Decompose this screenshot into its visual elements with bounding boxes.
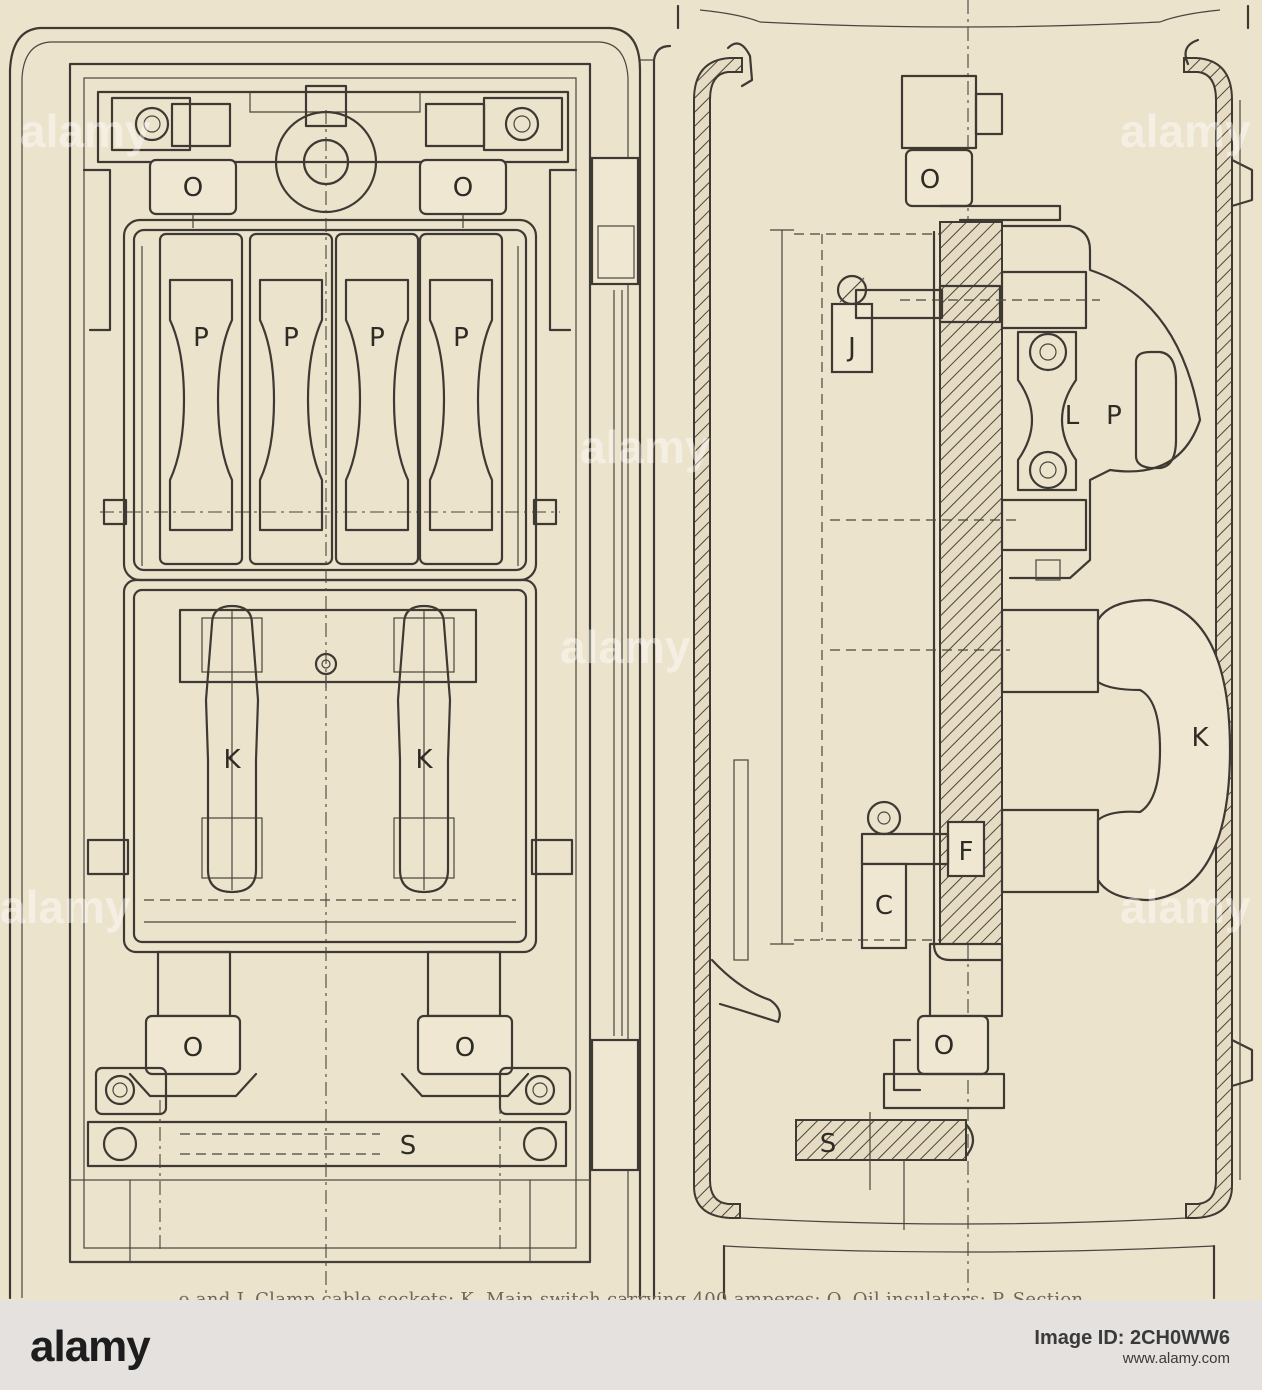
label-oil-insulator: O (453, 173, 473, 203)
mount-boss-top-left (110, 96, 192, 152)
label-bus-bar: S (820, 1129, 837, 1159)
label-fuse: P (453, 323, 469, 353)
site-url: www.alamy.com (1122, 1350, 1230, 1367)
label-main-switch: K (1191, 723, 1209, 753)
case-wall-left (693, 57, 743, 1219)
image-id: Image ID: 2CH0WW6 (1034, 1327, 1230, 1349)
main-switch-blade-left (204, 604, 260, 894)
watermark-text: alamy (580, 421, 711, 473)
side-bus-bar (795, 1119, 967, 1161)
fuse-link-1 (158, 232, 244, 566)
label-fuse: P (283, 323, 299, 353)
case-wall-right (1183, 57, 1233, 1219)
label-bus-bar: S (400, 1131, 417, 1161)
label-oil-insulator: O (183, 1033, 203, 1063)
watermark-footer (0, 1300, 1262, 1390)
cable-socket-j (830, 274, 1002, 374)
label-cable-socket: J (846, 333, 856, 363)
switch-compartment (122, 578, 538, 954)
switchbox-drawing: O O P P P P (8, 0, 1254, 1300)
clamp-f (946, 820, 986, 878)
mount-boss-top-right (482, 96, 564, 152)
label-fuse: P (193, 323, 209, 353)
watermark-text: alamy (0, 881, 131, 933)
fuse-link-section (1016, 330, 1078, 492)
label-main-switch: K (223, 745, 241, 775)
label-oil-insulator: O (920, 165, 940, 195)
figure-area: O O P P P P (0, 0, 1262, 1300)
oil-insulator-bottom-right (416, 1014, 514, 1076)
watermark-text: alamy (560, 621, 691, 673)
fuse-link-2 (248, 232, 334, 566)
watermark-text: alamy (20, 105, 151, 157)
side-view: O L P J K (676, 0, 1254, 1300)
label-cable-socket: C (875, 891, 893, 921)
main-switch-section (1000, 598, 1232, 902)
label-oil-insulator: O (183, 173, 203, 203)
oil-insulator-bottom-left (144, 1014, 242, 1076)
cable-socket-c (860, 800, 950, 950)
main-switch-blade-right (396, 604, 452, 894)
fuse-link-4 (418, 232, 504, 566)
label-oil-insulator: O (934, 1031, 954, 1061)
label-clamp: F (959, 837, 974, 867)
hinge-top (590, 156, 640, 286)
label-fuse-link: L (1065, 401, 1080, 431)
fuse-carrier-frame (122, 218, 538, 582)
watermark-text: alamy (1120, 881, 1251, 933)
label-fuse: P (369, 323, 385, 353)
watermark-info: Image ID: 2CH0WW6 www.alamy.com (1034, 1327, 1230, 1367)
front-case-outline (8, 26, 642, 1300)
front-view: O O P P P P (8, 26, 672, 1300)
fuse-link-3 (334, 232, 420, 566)
label-fuse: P (1106, 401, 1122, 431)
hinge-bottom (590, 1038, 640, 1172)
alamy-logo: alamy (30, 1322, 151, 1371)
bus-bar (86, 1120, 568, 1168)
watermark-text: alamy (1120, 105, 1251, 157)
label-main-switch: K (415, 745, 433, 775)
label-oil-insulator: O (455, 1033, 475, 1063)
figure-caption: o and J, Clamp cable sockets; K, Main sw… (178, 1289, 1084, 1300)
